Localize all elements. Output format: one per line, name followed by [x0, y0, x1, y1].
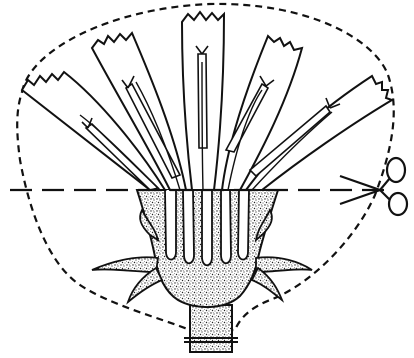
scissors-icon [340, 158, 407, 215]
receptacle [137, 190, 278, 307]
stalk [184, 305, 238, 352]
